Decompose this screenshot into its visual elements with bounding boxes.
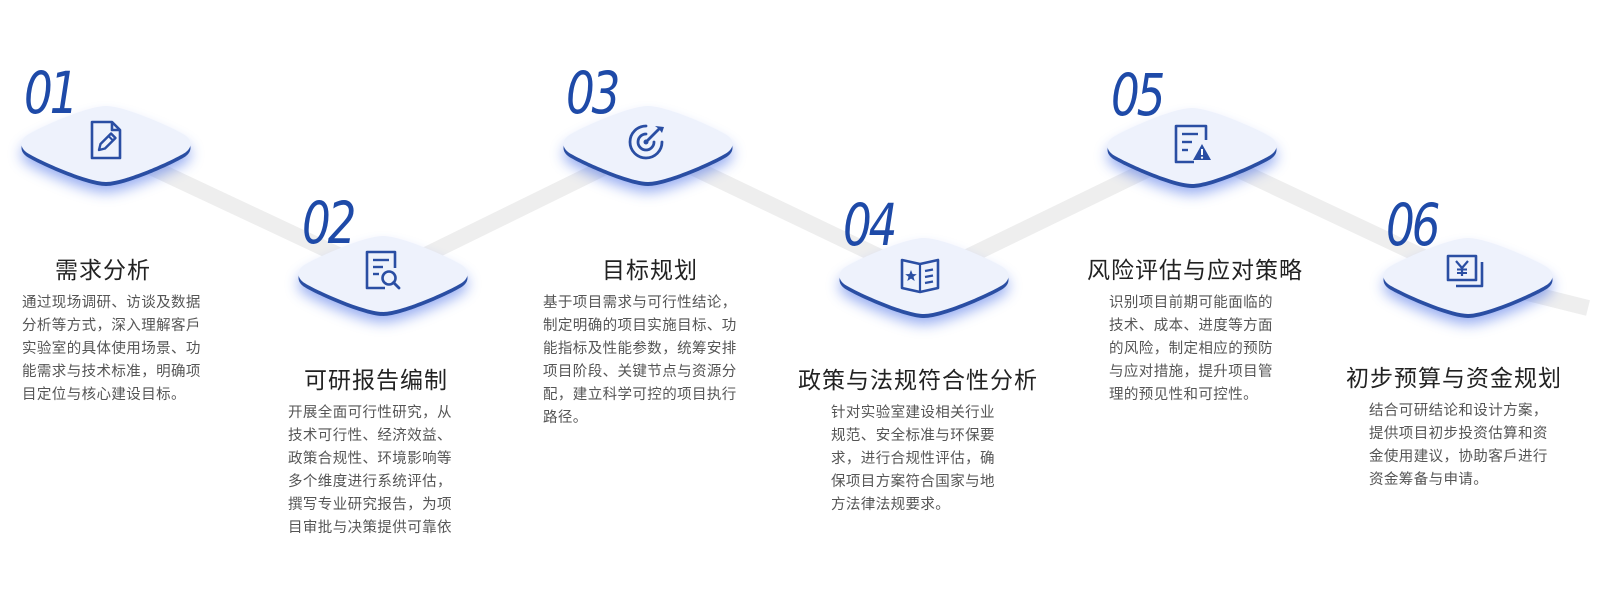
step-number-3: 03 (566, 59, 620, 127)
desc-line: 识别项目前期可能面临的 (1109, 295, 1273, 311)
report-search-icon (365, 250, 401, 290)
step-number-1: 01 (24, 59, 78, 127)
step-desc-3: 基于项目需求与可行性结论， 制定明确的项目实施目标、功能指标及性能参数，统筹安排项… (543, 292, 737, 430)
desc-line: 撰写专业研究报告，为项 (288, 497, 452, 513)
desc-line: 基于项目需求与可行性结论， (543, 295, 737, 311)
policy-book-icon (900, 258, 940, 294)
step-number-6: 06 (1386, 191, 1440, 259)
desc-line: 理的预见性和可控性。 (1109, 387, 1258, 403)
step-node-4 (824, 212, 1024, 352)
desc-line: 实验室的具体使用场景、功 (22, 341, 201, 357)
step-title-5: 风险评估与应对策略 (1087, 258, 1303, 284)
desc-line: 配，建立科学可控的项目执行 (543, 387, 737, 403)
step-title-2: 可研报告编制 (304, 368, 448, 394)
target-icon (628, 124, 664, 160)
step-desc-5: 识别项目前期可能面临的技术、成本、进度等方面的风险，制定相应的预防与应对措施，提… (1109, 292, 1273, 407)
desc-line: 技术、成本、进度等方面 (1109, 318, 1273, 334)
step-desc-6: 结合可研结论和设计方案， 提供项目初步投资估算和资金使用建议，协助客戶进行资金筹备… (1369, 400, 1548, 492)
desc-line: 方法律法规要求。 (831, 497, 951, 513)
step-number-2: 02 (302, 189, 356, 257)
step-node-3 (548, 80, 748, 220)
step-desc-4: 针对实验室建设相关行业规范、安全标准与环保要求，进行合规性评估，确保项目方案符合… (831, 402, 995, 517)
desc-line: 通过现场调研、访谈及数据 (22, 295, 201, 311)
step-desc-2: 开展全面可行性研究，从技术可行性、经济效益、政策合规性、环境影响等多个维度进行系… (288, 402, 452, 540)
desc-line: 技术可行性、经济效益、 (288, 428, 452, 444)
desc-line: 目审批与决策提供可靠依 (288, 520, 452, 536)
yen-budget-icon (1446, 254, 1484, 288)
desc-line: 求，进行合规性评估，确 (831, 451, 995, 467)
desc-line: 能需求与技术标准，明确项 (22, 364, 201, 380)
tile-face (1383, 238, 1553, 314)
tile-face (839, 238, 1009, 314)
desc-line: 制定明确的项目实施目标、功 (543, 318, 737, 334)
step-node-2 (283, 210, 483, 350)
document-edit-icon (90, 120, 122, 160)
diamond-tile-3 (563, 106, 733, 192)
desc-line: 规范、安全标准与环保要 (831, 428, 995, 444)
step-title-6: 初步预算与资金规划 (1346, 366, 1562, 392)
desc-line: 能指标及性能参数，统筹安排 (543, 341, 737, 357)
step-node-5 (1092, 82, 1292, 222)
desc-line: 目定位与核心建设目标。 (22, 387, 186, 403)
tile-face (1107, 108, 1277, 184)
diamond-tile-4 (839, 238, 1009, 324)
risk-warning-icon (1174, 124, 1211, 164)
desc-line: 分析等方式，深入理解客戶 (22, 318, 201, 334)
desc-line: 与应对措施，提升项目管 (1109, 364, 1273, 380)
desc-line: 开展全面可行性研究，从 (288, 405, 452, 421)
tile-face (21, 106, 191, 182)
desc-line: 政策合规性、环境影响等 (288, 451, 452, 467)
diamond-tile-6 (1383, 238, 1553, 324)
step-title-1: 需求分析 (55, 258, 151, 284)
desc-line: 金使用建议，协助客戶进行 (1369, 449, 1548, 465)
desc-line: 路径。 (543, 410, 588, 426)
diamond-tile-5 (1107, 108, 1277, 194)
desc-line: 资金筹备与申请。 (1369, 472, 1489, 488)
desc-line: 项目阶段、关键节点与资源分 (543, 364, 737, 380)
step-node-1 (6, 80, 206, 220)
step-title-3: 目标规划 (602, 258, 698, 284)
step-title-4: 政策与法规符合性分析 (798, 368, 1038, 394)
desc-line: 的风险，制定相应的预防 (1109, 341, 1273, 357)
tile-face (563, 106, 733, 182)
desc-line: 结合可研结论和设计方案， (1369, 403, 1548, 419)
step-node-6 (1368, 212, 1568, 352)
step-number-4: 04 (843, 191, 897, 259)
desc-line: 针对实验室建设相关行业 (831, 405, 995, 421)
desc-line: 提供项目初步投资估算和资 (1369, 426, 1548, 442)
desc-line: 多个维度进行系统评估， (288, 474, 452, 490)
desc-line: 保项目方案符合国家与地 (831, 474, 995, 490)
step-desc-1: 通过现场调研、访谈及数据分析等方式，深入理解客戶实验室的具体使用场景、功能需求与… (22, 292, 201, 407)
step-number-5: 05 (1111, 61, 1165, 129)
